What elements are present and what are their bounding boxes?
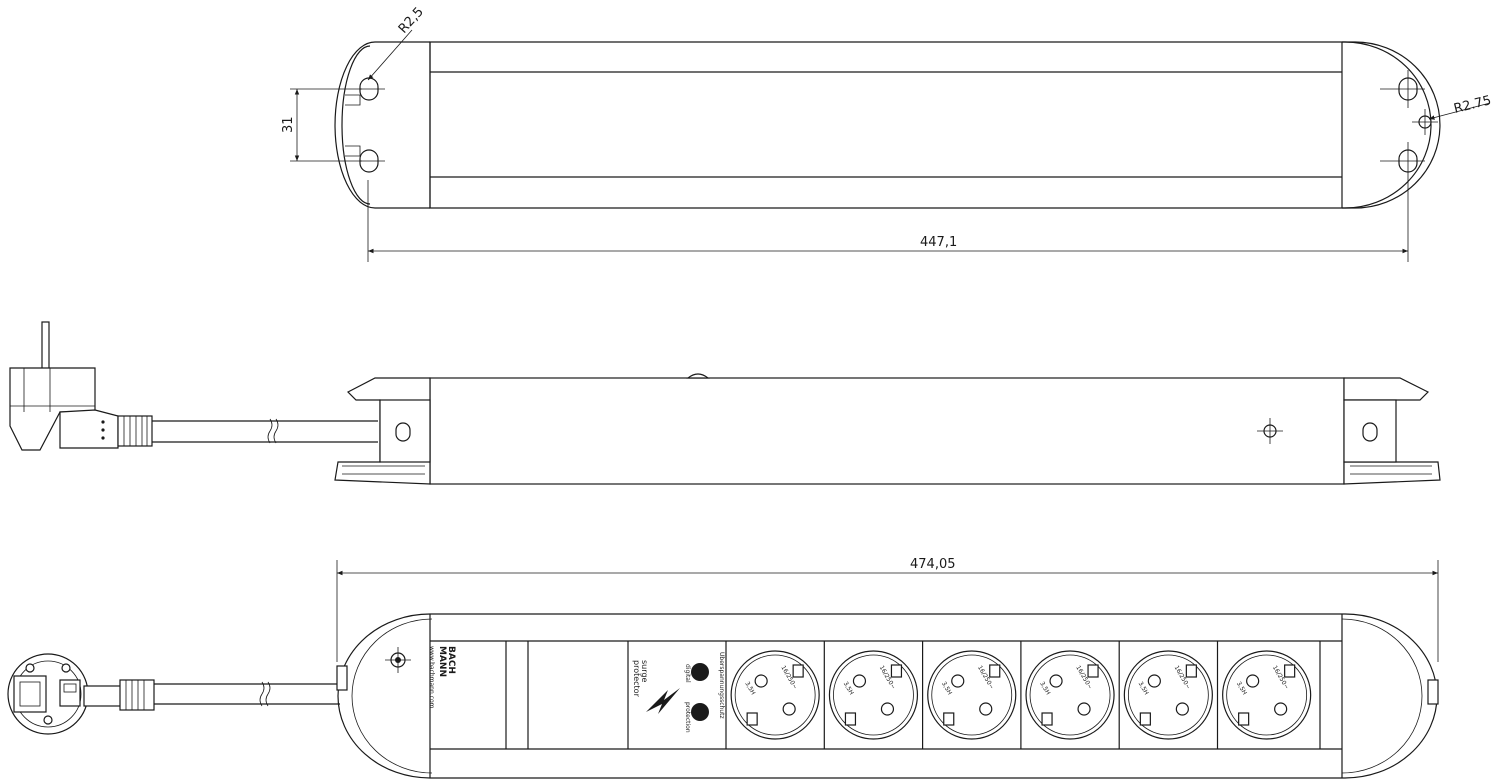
surge-label-2: protector <box>632 660 641 698</box>
indicator-led-2 <box>691 703 709 721</box>
socket-outlet: 16/250~3,5H <box>921 641 1017 749</box>
indicator-label-1: digital <box>684 664 691 683</box>
top-left-slots <box>345 77 385 173</box>
socket-outlet: 16/250~3,5H <box>1020 641 1115 749</box>
lightning-icon <box>646 688 680 714</box>
socket-pin-hole <box>1175 702 1189 716</box>
brand-line-2: MANN <box>437 646 447 677</box>
socket-pin-hole <box>1077 702 1091 716</box>
socket-pin-hole <box>1274 702 1288 716</box>
indicator-led-1 <box>691 663 709 681</box>
dim-top-length: 447,1 <box>920 235 957 250</box>
socket-pin-hole <box>880 702 895 716</box>
side-plug <box>9 321 153 451</box>
socket-outlet: 16/250~3,5H <box>1216 641 1312 749</box>
socket-pin-hole <box>782 702 796 716</box>
dim-height: 31 <box>281 116 296 133</box>
front-plug <box>7 653 155 735</box>
socket-pin-hole <box>852 674 867 688</box>
socket-pin-hole <box>951 674 965 688</box>
dim-radius-left: R2,5 <box>396 5 427 37</box>
socket-outlet: 16/250~3,5H <box>730 650 820 740</box>
socket-outlet: 16/250~3,5H <box>823 641 919 749</box>
socket-pin-hole <box>1147 674 1161 688</box>
surge-label-1: surge <box>640 660 649 682</box>
socket-pin-hole <box>1049 674 1063 688</box>
indicator-text: Überspannungsschutz <box>718 652 725 719</box>
dim-radius-right: R2.75 <box>1452 93 1492 117</box>
side-view <box>9 321 1441 485</box>
top-right-slots <box>1380 70 1438 180</box>
front-view: 474,05 <box>7 557 1439 779</box>
socket-pin-hole <box>754 674 768 688</box>
top-view: R2,5 R2.75 31 447,1 <box>281 5 1493 262</box>
front-mount-cross <box>385 647 411 673</box>
socket-pin-hole <box>979 702 993 716</box>
brand-line-1: BACH <box>446 646 456 674</box>
brand-website: www.bachmann.com <box>428 646 435 709</box>
socket-outlet: 16/250~3,5H <box>1118 641 1213 749</box>
dim-front-length: 474,05 <box>910 557 956 572</box>
socket-pin-hole <box>1246 674 1260 688</box>
indicator-label-2: protection <box>684 702 691 733</box>
